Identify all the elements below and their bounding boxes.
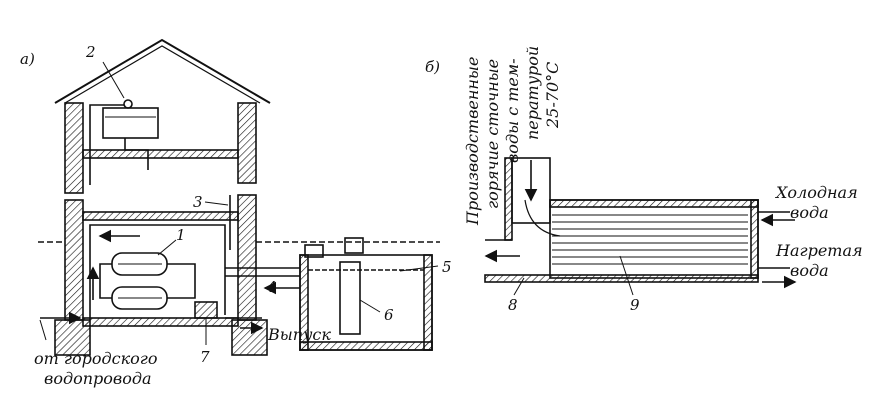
foundation-right <box>231 319 268 356</box>
hot-waste-line-1: Производственные <box>463 57 482 226</box>
roof-inner <box>64 45 261 104</box>
exchanger-bottom-wall <box>484 274 759 283</box>
exchanger-right-wall <box>750 199 759 279</box>
pump <box>194 301 218 319</box>
right-wall-upper <box>237 102 257 184</box>
cold-water-label-2: вода <box>790 203 829 222</box>
panel-a <box>38 38 440 356</box>
callout-line-9 <box>619 255 634 296</box>
callout-line-1 <box>157 239 177 256</box>
panel-a-label: а) <box>20 50 35 68</box>
basement-floor <box>82 317 239 327</box>
attic-drain-pipe <box>124 138 149 170</box>
attic-tank <box>102 107 159 139</box>
labels: а) б) 2 1 3 4 5 6 7 8 9 Выпуск от городс… <box>20 43 863 388</box>
hot-waste-line-3: воды с тем- <box>503 58 522 163</box>
city-supply-label-2: водопровода <box>44 369 152 388</box>
float-valve <box>123 99 133 109</box>
callout-4: 4 <box>266 278 277 296</box>
callout-line-city <box>39 319 47 341</box>
left-wall-lower <box>64 199 84 321</box>
outlet-label: Выпуск <box>267 325 331 344</box>
callout-6: 6 <box>384 306 394 324</box>
city-supply-label-1: от городского <box>34 349 158 368</box>
hx-waste-pipe <box>167 263 196 299</box>
callout-1: 1 <box>176 226 186 244</box>
attic-feed-pipe <box>89 104 124 185</box>
panel-b-label: б) <box>425 58 440 76</box>
manhole <box>344 237 364 254</box>
callout-8: 8 <box>508 296 518 314</box>
callout-line-8 <box>513 277 525 296</box>
heated-water-label-1: Нагретая <box>775 241 863 260</box>
callout-5: 5 <box>442 258 452 276</box>
callout-line-2 <box>102 61 125 99</box>
heated-water-label-2: вода <box>790 261 829 280</box>
callout-line-5 <box>399 265 439 272</box>
cold-water-label-1: Холодная <box>774 183 858 202</box>
inlet-duct-wall-left <box>504 157 513 241</box>
callout-line-3 <box>204 201 229 206</box>
foundation-left <box>54 319 91 356</box>
flow-curve <box>524 199 561 237</box>
panel-b <box>484 157 797 296</box>
settling-tank-bottom <box>299 341 433 351</box>
exchanger-top-wall <box>549 199 759 208</box>
hx-supply-pipe <box>99 263 112 299</box>
callout-3: 3 <box>193 193 203 211</box>
hot-waste-label: Производственные горячие сточные воды с … <box>463 46 562 226</box>
manhole-2 <box>304 244 324 258</box>
left-wall-upper <box>64 102 84 194</box>
inner-well <box>339 261 361 335</box>
hot-waste-line-2: горячие сточные <box>483 59 502 209</box>
callout-2: 2 <box>85 43 96 61</box>
exchanger-body <box>549 199 759 279</box>
callout-line-6 <box>359 299 381 313</box>
right-wall-lower <box>237 194 257 321</box>
roof <box>54 38 271 104</box>
callout-7: 7 <box>200 348 210 366</box>
callout-9: 9 <box>630 296 640 314</box>
middle-floor-slab <box>82 211 239 221</box>
settling-tank-wall-right <box>423 254 433 351</box>
hot-waste-line-5: 25-70°С <box>543 62 562 129</box>
hot-waste-line-4: пературой <box>523 46 542 140</box>
upper-floor-slab <box>82 149 239 159</box>
